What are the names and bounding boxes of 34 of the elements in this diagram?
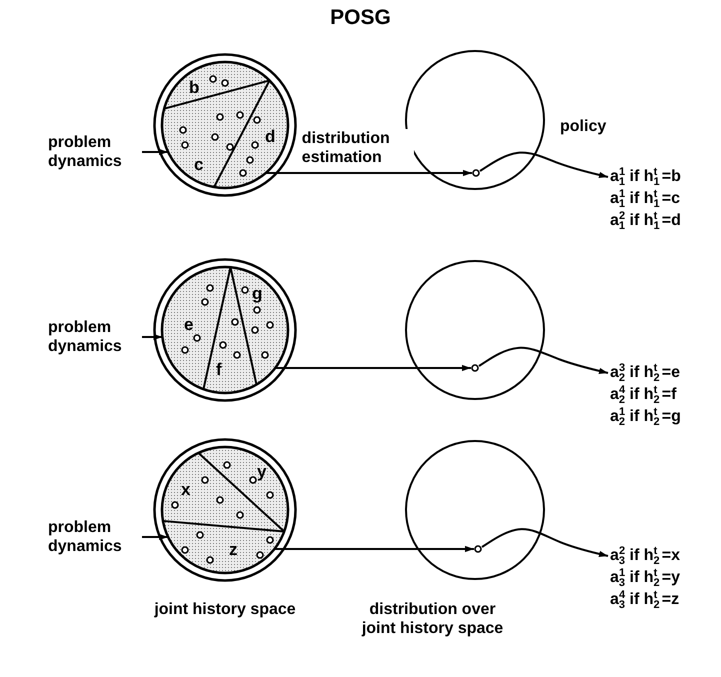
region-letter: e: [184, 315, 194, 334]
input-label: problem dynamics: [48, 133, 123, 171]
arrow: [479, 152, 608, 178]
policy-rule: a$_{1}$$^{2}$ if h$_{1}$$^{t}$ =d: [610, 210, 682, 232]
region-letter: b: [189, 78, 200, 97]
arrow: [481, 528, 608, 557]
input-label: problem dynamics: [48, 518, 123, 556]
input-label: problem dynamics: [48, 318, 123, 356]
region-letter: g: [252, 284, 262, 303]
arrow: [274, 546, 474, 552]
arrow: [478, 346, 608, 374]
policy-rule: a$_{3}$$^{2}$ if h$_{2}$$^{t}$ =x: [610, 545, 681, 567]
policy-rule: a$_{1}$$^{1}$ if h$_{1}$$^{t}$ =c: [610, 188, 681, 210]
region-letter: y: [257, 462, 266, 481]
region-letter: d: [265, 127, 276, 146]
policy-rule: a$_{2}$$^{4}$ if h$_{2}$$^{t}$ =f: [610, 384, 678, 406]
policy-rule: a$_{2}$$^{1}$ if h$_{2}$$^{t}$ =g: [610, 406, 682, 428]
arrow: [142, 534, 168, 540]
policy-rule: a$_{3}$$^{4}$ if h$_{2}$$^{t}$ =z: [610, 589, 680, 611]
policy-rule: a$_{1}$$^{1}$ if h$_{1}$$^{t}$ =b: [610, 166, 682, 188]
policy-rule: a$_{3}$$^{1}$ if h$_{2}$$^{t}$ =y: [610, 567, 681, 589]
region-letter: c: [194, 155, 204, 174]
arrow: [142, 334, 162, 340]
arrow: [275, 364, 471, 372]
region-letter: f: [216, 360, 222, 379]
axis-caption: joint history space: [153, 600, 297, 619]
axis-caption: distribution over joint history space: [360, 600, 504, 638]
arrow: [266, 170, 472, 176]
region-letter: x: [181, 480, 190, 499]
policy-rule: a$_{2}$$^{3}$ if h$_{2}$$^{t}$ =e: [610, 362, 681, 384]
region-letter: z: [229, 540, 238, 559]
arrow: [142, 148, 168, 156]
edge-label: policy: [560, 117, 606, 136]
diagram-title: POSG: [329, 8, 392, 27]
